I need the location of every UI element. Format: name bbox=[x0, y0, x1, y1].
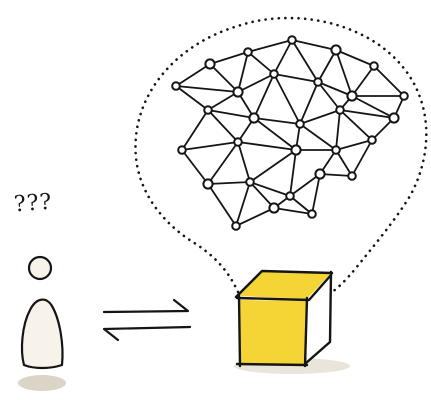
network-edge bbox=[249, 181, 275, 209]
network-node bbox=[231, 221, 241, 231]
network-node bbox=[203, 105, 213, 115]
network-node bbox=[388, 112, 400, 124]
network-edge bbox=[253, 73, 275, 119]
network-node bbox=[285, 191, 295, 201]
network-node bbox=[245, 177, 255, 187]
network-edge bbox=[273, 73, 319, 83]
network-node bbox=[243, 47, 253, 57]
network-edge bbox=[235, 207, 275, 227]
person-icon bbox=[18, 255, 66, 391]
network-edge bbox=[207, 183, 237, 227]
network-edge bbox=[181, 141, 239, 151]
network-edge bbox=[299, 109, 341, 125]
network-edge bbox=[335, 49, 353, 97]
box-front bbox=[240, 300, 306, 364]
network-node bbox=[295, 119, 305, 129]
network-icon bbox=[171, 35, 409, 231]
network-edge bbox=[235, 181, 251, 227]
network-edge bbox=[289, 149, 297, 197]
network-edge bbox=[335, 149, 353, 177]
network-node bbox=[314, 168, 326, 180]
network-edge bbox=[335, 139, 373, 151]
network-edge bbox=[209, 63, 239, 93]
network-edge bbox=[339, 109, 395, 119]
black-box-icon bbox=[234, 269, 350, 374]
network-node bbox=[335, 105, 345, 115]
network-edge bbox=[299, 81, 319, 125]
network-edge bbox=[273, 207, 313, 215]
network-edge bbox=[311, 173, 321, 215]
network-node bbox=[202, 178, 214, 190]
network-edge bbox=[249, 181, 291, 197]
network-edge bbox=[273, 39, 293, 75]
network-edge bbox=[181, 149, 209, 185]
person-body bbox=[20, 298, 64, 370]
network-node bbox=[287, 35, 297, 45]
network-edge bbox=[291, 39, 319, 83]
network-edge bbox=[207, 109, 239, 143]
network-node bbox=[171, 81, 181, 91]
network-edge bbox=[247, 51, 275, 75]
person-head bbox=[27, 255, 53, 281]
network-node bbox=[399, 91, 409, 101]
network-edge bbox=[317, 81, 353, 97]
network-edge bbox=[317, 81, 341, 111]
network-edge bbox=[351, 65, 375, 97]
network-edge bbox=[175, 63, 211, 87]
network-node bbox=[313, 77, 323, 87]
network-node bbox=[269, 69, 279, 79]
network-node bbox=[233, 137, 243, 147]
network-node bbox=[290, 144, 302, 156]
person-shadow bbox=[18, 375, 66, 391]
network-node bbox=[367, 135, 377, 145]
thought-bubble-icon bbox=[134, 16, 428, 294]
network-edge bbox=[207, 91, 239, 111]
network-node bbox=[330, 44, 342, 56]
network-edge bbox=[209, 51, 249, 65]
network-edge bbox=[253, 117, 297, 151]
network-edge bbox=[273, 73, 301, 125]
box-top bbox=[238, 272, 330, 299]
network-edge bbox=[335, 109, 341, 151]
network-node bbox=[307, 209, 317, 219]
network-edge bbox=[175, 85, 209, 111]
network-edge bbox=[299, 123, 337, 151]
network-edge bbox=[339, 109, 373, 141]
network-edge bbox=[351, 139, 373, 177]
network-edge bbox=[207, 109, 255, 119]
network-node bbox=[369, 61, 379, 71]
network-edge bbox=[253, 117, 301, 125]
network-node bbox=[268, 202, 280, 214]
network-edge bbox=[237, 73, 275, 93]
network-edge bbox=[237, 141, 297, 151]
network-edge bbox=[181, 109, 209, 151]
network-edge bbox=[291, 39, 337, 51]
network-edge bbox=[335, 49, 375, 67]
network-node bbox=[232, 86, 244, 98]
network-edge bbox=[249, 149, 297, 183]
network-edge bbox=[207, 141, 239, 185]
network-edge bbox=[175, 85, 239, 93]
arrow-right bbox=[102, 298, 190, 314]
network-node bbox=[204, 58, 216, 70]
network-edge bbox=[237, 51, 249, 93]
network-node bbox=[248, 112, 260, 124]
network-edge bbox=[317, 49, 337, 83]
exchange-arrows-icon bbox=[102, 298, 192, 342]
network-edge bbox=[289, 173, 321, 197]
network-edge bbox=[237, 141, 251, 183]
network-node bbox=[331, 145, 341, 155]
network-edge bbox=[373, 65, 405, 97]
question-marks-label: ??? bbox=[13, 189, 54, 218]
network-edge bbox=[247, 39, 293, 53]
network-edge bbox=[351, 95, 395, 119]
network-node bbox=[346, 90, 358, 102]
network-node bbox=[347, 171, 357, 181]
network-node bbox=[177, 145, 187, 155]
arrow-left bbox=[102, 325, 192, 342]
network-edge bbox=[207, 181, 251, 185]
